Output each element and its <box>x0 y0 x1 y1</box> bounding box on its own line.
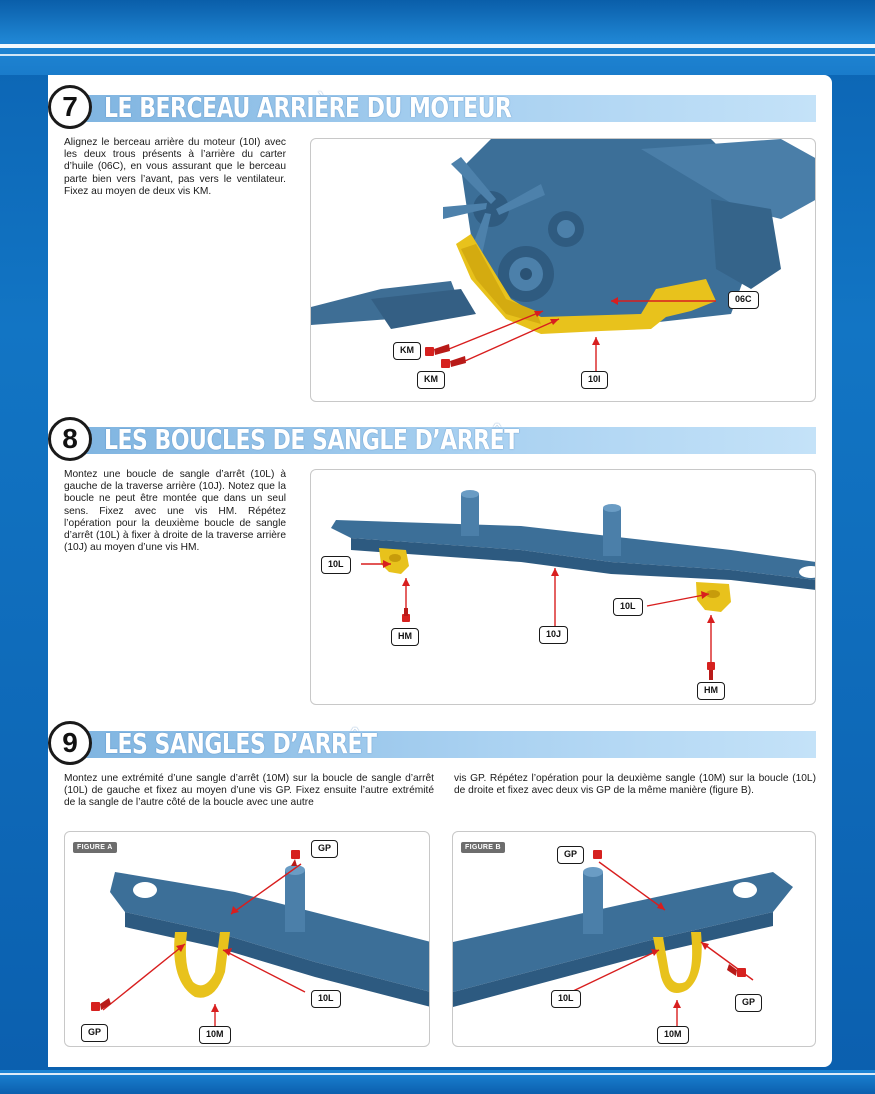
section-bar <box>74 95 816 122</box>
section-9-text-col2: vis GP. Répétez l’opération pour la deux… <box>454 773 816 797</box>
callout-gp: GP <box>557 846 585 864</box>
hm-screw-icon <box>402 608 410 622</box>
callout-hm: HM <box>697 682 725 700</box>
hm-screw-icon <box>707 662 715 680</box>
step-number: 7 <box>48 85 92 129</box>
section-9-text-col1: Montez une extrémité d’une sangle d’arrê… <box>64 773 434 809</box>
engine-illustration <box>311 139 815 377</box>
callout-gp: GP <box>735 994 763 1012</box>
callout-10j: 10J <box>539 626 569 644</box>
section-7-header: 7 LE BERCEAU ARRIÈRE DU MOTEUR <box>48 85 823 129</box>
callout-km: KM <box>393 342 421 360</box>
rear-crossmember-illustration <box>331 490 815 680</box>
instruction-page: 7 LE BERCEAU ARRIÈRE DU MOTEUR Alignez l… <box>48 75 832 1067</box>
gp-screw-icon <box>593 850 602 859</box>
figure-b-illustration <box>453 850 793 1028</box>
section-9-header: 9 LES SANGLES D’ARRÊT <box>48 721 823 765</box>
section-7-text: Alignez le berceau arrière du moteur (10… <box>64 137 286 197</box>
section-8-header: 8 LES BOUCLES DE SANGLE D’ARRÊT <box>48 417 823 461</box>
figure-a: FIGURE A <box>64 831 430 1047</box>
callout-hm: HM <box>391 628 419 646</box>
km-screw-icon <box>441 356 466 368</box>
gp-screw-icon <box>727 964 746 977</box>
figure-tag: FIGURE A <box>73 842 117 853</box>
bottom-decorative-band <box>0 1070 875 1094</box>
section-title: LES SANGLES D’ARRÊT <box>104 729 377 761</box>
callout-10i: 10I <box>581 371 608 389</box>
section-title: LE BERCEAU ARRIÈRE DU MOTEUR <box>104 93 512 125</box>
callout-gp: GP <box>81 1024 109 1042</box>
section-title: LES BOUCLES DE SANGLE D’ARRÊT <box>104 425 519 457</box>
figure-tag: FIGURE B <box>461 842 505 853</box>
figure-engine-cradle: 06C KM KM 10I <box>310 138 816 402</box>
gp-screw-icon <box>91 998 111 1011</box>
callout-10l: 10L <box>613 598 643 616</box>
figure-strap-buckles: 10L HM 10J 10L HM <box>310 469 816 705</box>
figure-b: FIGURE B <box>452 831 816 1047</box>
section-8-text: Montez une boucle de sangle d’arrêt (10L… <box>64 469 286 554</box>
callout-10l: 10L <box>551 990 581 1008</box>
gp-screw-icon <box>291 850 300 866</box>
buckle-left <box>379 548 409 574</box>
section-bar <box>74 427 816 454</box>
top-decorative-band <box>0 0 875 75</box>
callout-10l: 10L <box>311 990 341 1008</box>
callout-06c: 06C <box>728 291 759 309</box>
callout-gp: GP <box>311 840 339 858</box>
callout-10m: 10M <box>199 1026 231 1044</box>
section-bar <box>74 731 816 758</box>
step-number: 8 <box>48 417 92 461</box>
callout-10l: 10L <box>321 556 351 574</box>
callout-km: KM <box>417 371 445 389</box>
km-screw-icon <box>425 344 450 356</box>
buckle-right <box>696 582 731 612</box>
figure-a-illustration <box>91 850 429 1030</box>
step-number: 9 <box>48 721 92 765</box>
callout-10m: 10M <box>657 1026 689 1044</box>
